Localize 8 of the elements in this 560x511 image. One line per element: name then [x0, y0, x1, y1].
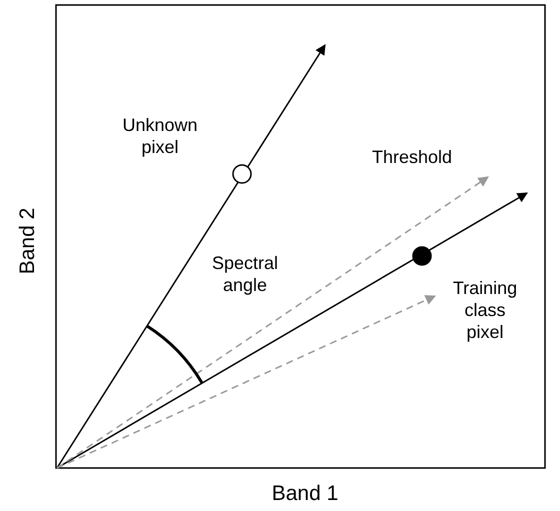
training-pixel-marker [412, 246, 432, 266]
axis-title: Band 1 [270, 483, 340, 505]
point-label: Unknown pixel [121, 114, 199, 158]
angle-label: Spectral angle [210, 252, 280, 296]
point-label: Training class pixel [452, 277, 518, 343]
axis-title: Band 2 [17, 206, 39, 276]
threshold-label: Threshold [370, 146, 454, 168]
unknown-pixel-marker [232, 164, 252, 184]
